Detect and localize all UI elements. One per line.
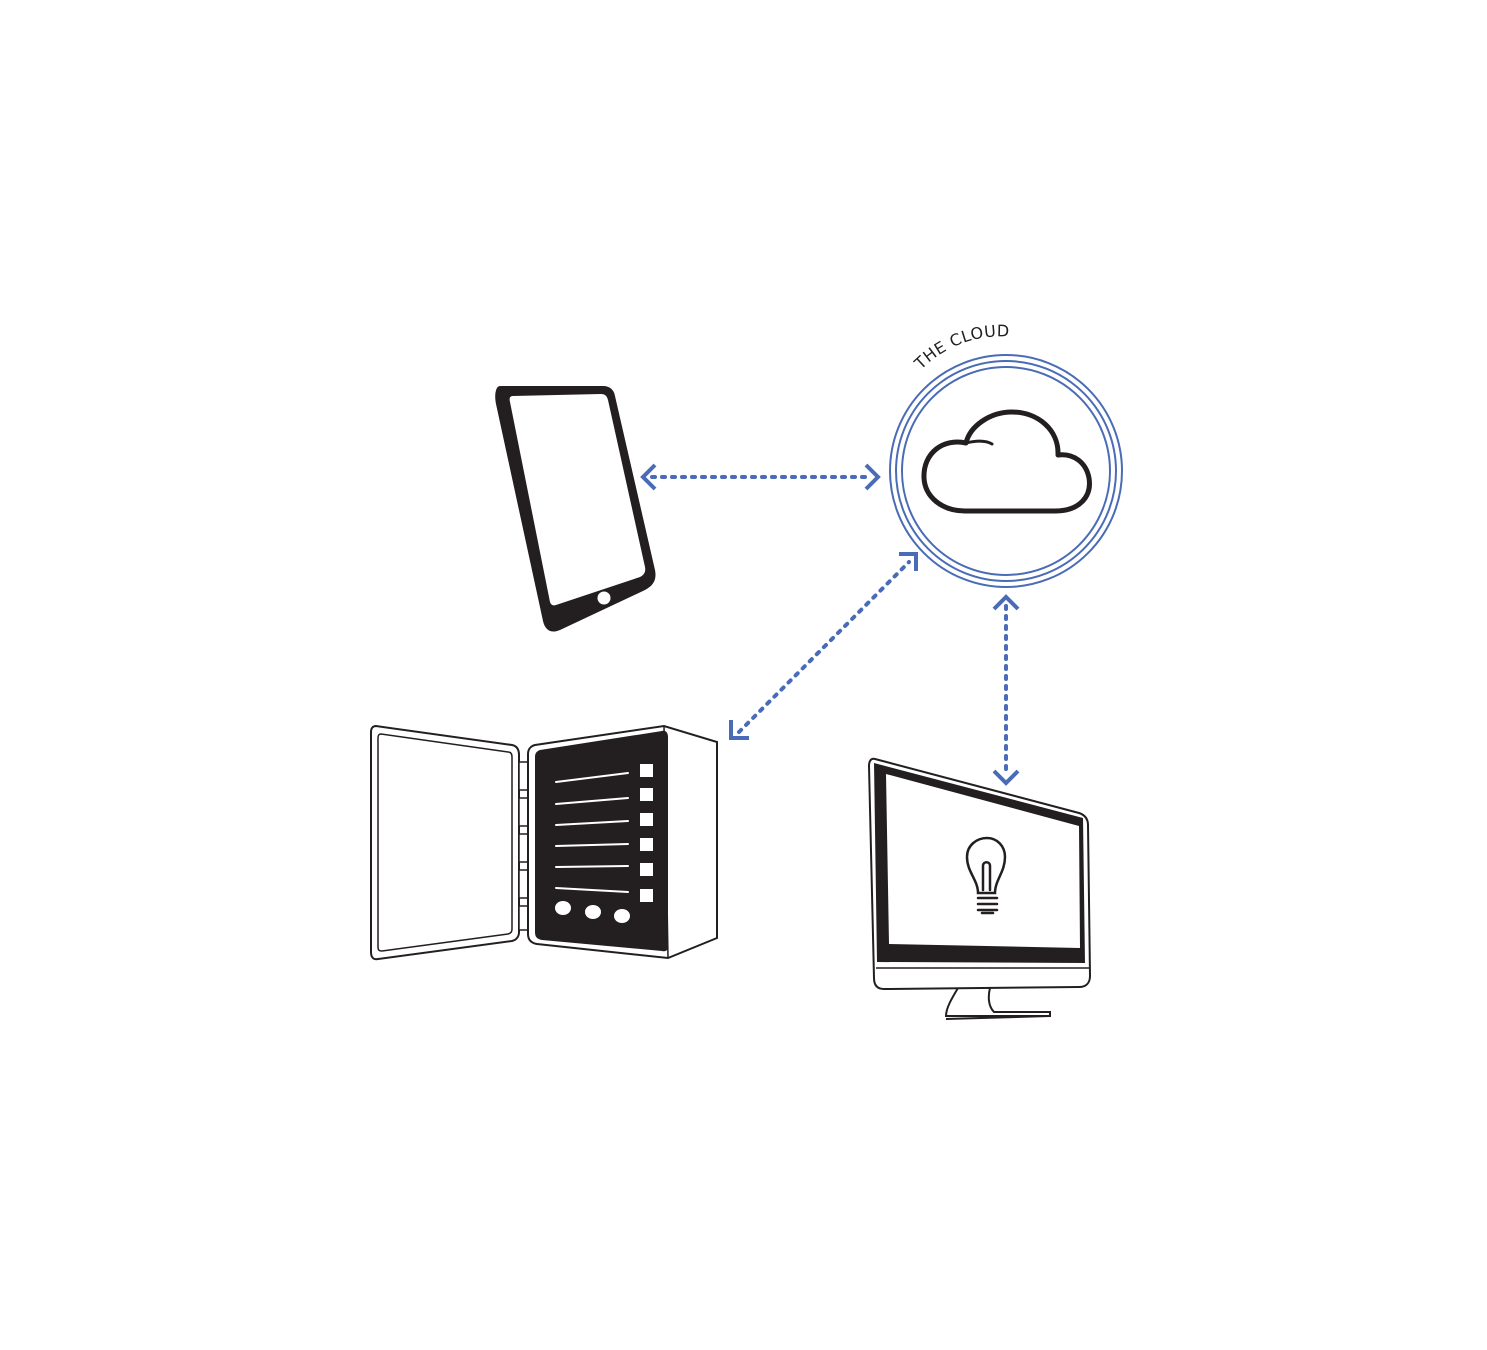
arrowhead-up-right — [899, 552, 918, 571]
monitor-stand — [944, 987, 1051, 1017]
arrowhead-down-left — [729, 720, 749, 740]
cloud-label: THE CLOUD — [910, 321, 1010, 373]
server-buttons — [555, 901, 630, 923]
arrowhead-up — [992, 594, 1020, 611]
tablet-node — [495, 386, 656, 632]
tablet-screen — [509, 394, 646, 606]
server-node — [370, 724, 718, 961]
monitor-screen — [886, 774, 1080, 948]
cloud-node: THE CLOUD — [889, 321, 1123, 588]
cloud-ring-inner — [901, 366, 1111, 576]
cloud-ring-outer — [889, 354, 1123, 588]
cloud-icon — [921, 409, 1092, 514]
connector-server-cloud — [729, 552, 918, 740]
monitor-node — [867, 757, 1092, 1020]
server-door — [370, 724, 520, 961]
cloud-ring-middle — [895, 360, 1117, 582]
tablet-home-button — [597, 591, 611, 605]
connector-monitor-cloud — [992, 594, 1020, 786]
arrowhead-right — [864, 463, 881, 491]
monitor-stand-base — [945, 1015, 1051, 1020]
arrowhead-down — [992, 769, 1020, 786]
arrowhead-left — [640, 463, 657, 491]
server-drive-bays — [555, 772, 629, 893]
cloud-icon-inner-stroke — [964, 439, 994, 446]
lightbulb-icon — [965, 836, 1007, 915]
server-cabinet-icon — [535, 730, 668, 952]
connector-tablet-cloud — [640, 463, 881, 491]
server-door-inner — [377, 733, 513, 952]
server-drive-leds — [640, 764, 653, 902]
